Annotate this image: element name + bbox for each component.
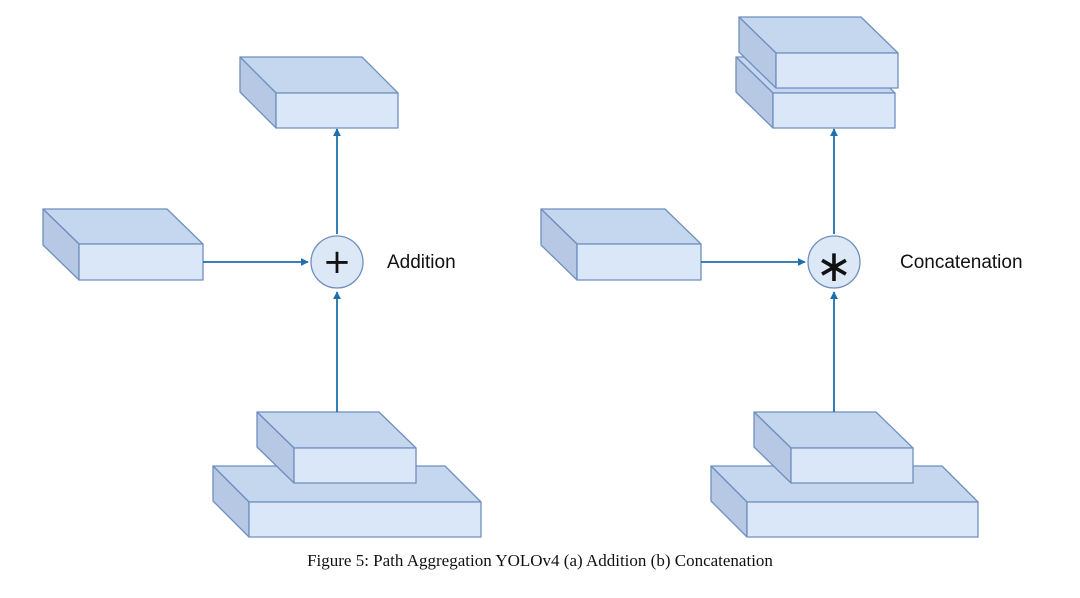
lateral-input-box	[42, 208, 204, 281]
addition-label: Addition	[387, 252, 456, 273]
addition-operator-node	[310, 235, 364, 289]
bottom-input-upper-box	[753, 411, 914, 484]
concatenation-operator-node	[807, 235, 861, 289]
output-feature-box	[239, 56, 399, 129]
addition-diagram: + Addition	[42, 56, 482, 538]
output-upper-box	[738, 16, 899, 89]
concatenation-diagram: ∗ Concatenation	[540, 16, 1023, 538]
concatenation-symbol: ∗	[816, 241, 853, 292]
addition-symbol: +	[323, 242, 352, 282]
bottom-input-upper-box	[256, 411, 417, 484]
lateral-input-box	[540, 208, 702, 281]
figure-caption: Figure 5: Path Aggregation YOLOv4 (a) Ad…	[307, 551, 773, 570]
concatenation-label: Concatenation	[900, 252, 1023, 273]
